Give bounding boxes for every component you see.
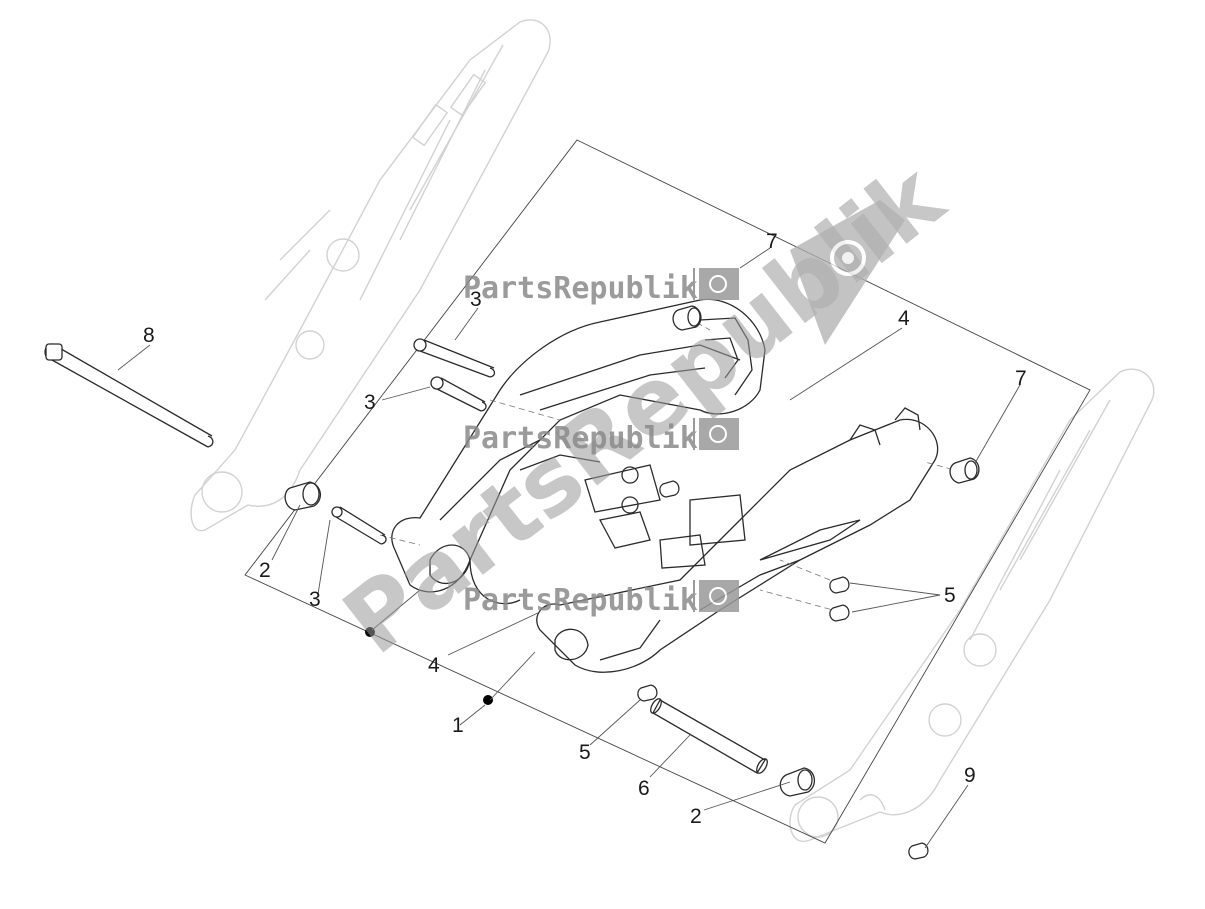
part-3-bolt-middle (430, 376, 487, 412)
callout-2-right: 2 (690, 805, 702, 828)
assembly-frame (244, 139, 1091, 844)
watermark-text-3: PartsRepublik (463, 583, 698, 618)
part-3-bolt-lower (331, 506, 387, 545)
callout-3-middle: 3 (364, 391, 376, 414)
callout-5-bottom: 5 (579, 741, 591, 764)
part-2-bushing-left (284, 481, 321, 511)
callout-4-top: 4 (898, 307, 910, 330)
callout-9: 9 (964, 764, 976, 787)
part-7-bushing-top (672, 305, 702, 331)
watermark-text-1: PartsRepublik (463, 271, 698, 306)
watermark-row-2: PartsRepublik (463, 418, 739, 456)
callout-labels: 8 3 3 3 2 4 4 7 7 5 5 6 2 9 1 (143, 230, 1027, 828)
leader-lines (117, 247, 1021, 849)
callout-8: 8 (143, 324, 155, 347)
part-2-bushing-right (779, 767, 815, 797)
watermark-row-1: PartsRepublik (463, 268, 739, 306)
part-7-bushing-right (949, 457, 980, 484)
callout-3-lower: 3 (309, 588, 321, 611)
part-9-nut (908, 842, 929, 860)
part-6-spacer-tube (650, 698, 768, 774)
alignment-lines (379, 317, 963, 613)
reference-dot-right (483, 695, 493, 705)
gear-icon (709, 425, 727, 443)
callout-3-top: 3 (470, 288, 482, 311)
callout-2-left: 2 (259, 559, 271, 582)
part-8-long-bolt (44, 343, 214, 448)
gear-icon (709, 587, 727, 605)
callout-5-right: 5 (944, 584, 956, 607)
swing-arm-assembly (391, 298, 939, 673)
watermark-text-2: PartsRepublik (463, 421, 698, 456)
gear-icon (709, 275, 727, 293)
callout-4-bottom: 4 (428, 654, 440, 677)
callout-7-right: 7 (1015, 367, 1027, 390)
part-3-bolt-upper (413, 338, 496, 378)
callout-1: 1 (452, 714, 464, 737)
watermark-gear-badge (790, 200, 905, 345)
frame-left-faint (190, 19, 551, 532)
watermark-row-3: PartsRepublik (463, 580, 739, 618)
callout-7-top: 7 (766, 230, 778, 253)
part-5-small-bushings (637, 480, 850, 702)
frame-right-faint (789, 368, 1155, 843)
callout-6: 6 (638, 777, 650, 800)
